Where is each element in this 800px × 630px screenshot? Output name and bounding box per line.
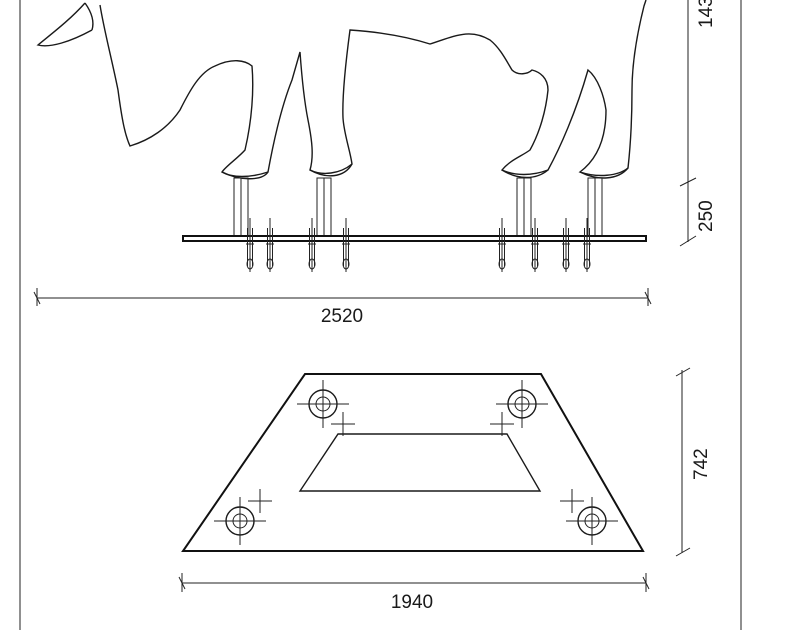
anchor-bolts: [246, 218, 591, 272]
center-opening: [298, 433, 542, 492]
dimension-plate-depth: 742: [691, 448, 712, 480]
dimension-base-length: 2520: [321, 306, 363, 327]
bolt-holes: [214, 380, 618, 545]
body-outline: [99, 0, 647, 178]
dimension-plate-length: 1940: [391, 592, 433, 613]
hoof-rear-right: [579, 167, 629, 179]
animal-silhouette: [36, 0, 647, 180]
base-length-dimension: [33, 288, 652, 306]
anchor-bolt: [562, 218, 570, 272]
base-plate-plan-outline: [181, 373, 645, 552]
hoof-front-left: [221, 171, 269, 180]
bolt-hole: [560, 489, 618, 545]
hoof-front-right: [309, 163, 353, 177]
bolt-hole: [490, 380, 548, 436]
anchor-bolt: [246, 218, 254, 272]
upper-vertical-dimension: [679, 0, 697, 247]
horn-outline: [36, 2, 93, 47]
anchor-bolt: [583, 218, 591, 272]
bolt-hole: [297, 380, 355, 436]
plate-length-dimension: [178, 573, 650, 592]
bolt-hole: [214, 489, 272, 545]
plate-depth-dimension: [675, 367, 691, 557]
support-posts: [233, 177, 603, 237]
base-plate-elevation: [182, 235, 647, 242]
anchor-bolt: [531, 218, 539, 272]
anchor-bolt: [342, 218, 350, 272]
anchor-bolt: [266, 218, 274, 272]
hoof-rear-left: [501, 169, 549, 179]
anchor-bolt: [308, 218, 316, 272]
anchor-bolt: [498, 218, 506, 272]
dimension-post-height: 250: [696, 200, 717, 232]
dimension-animal-height: 143: [696, 0, 717, 28]
